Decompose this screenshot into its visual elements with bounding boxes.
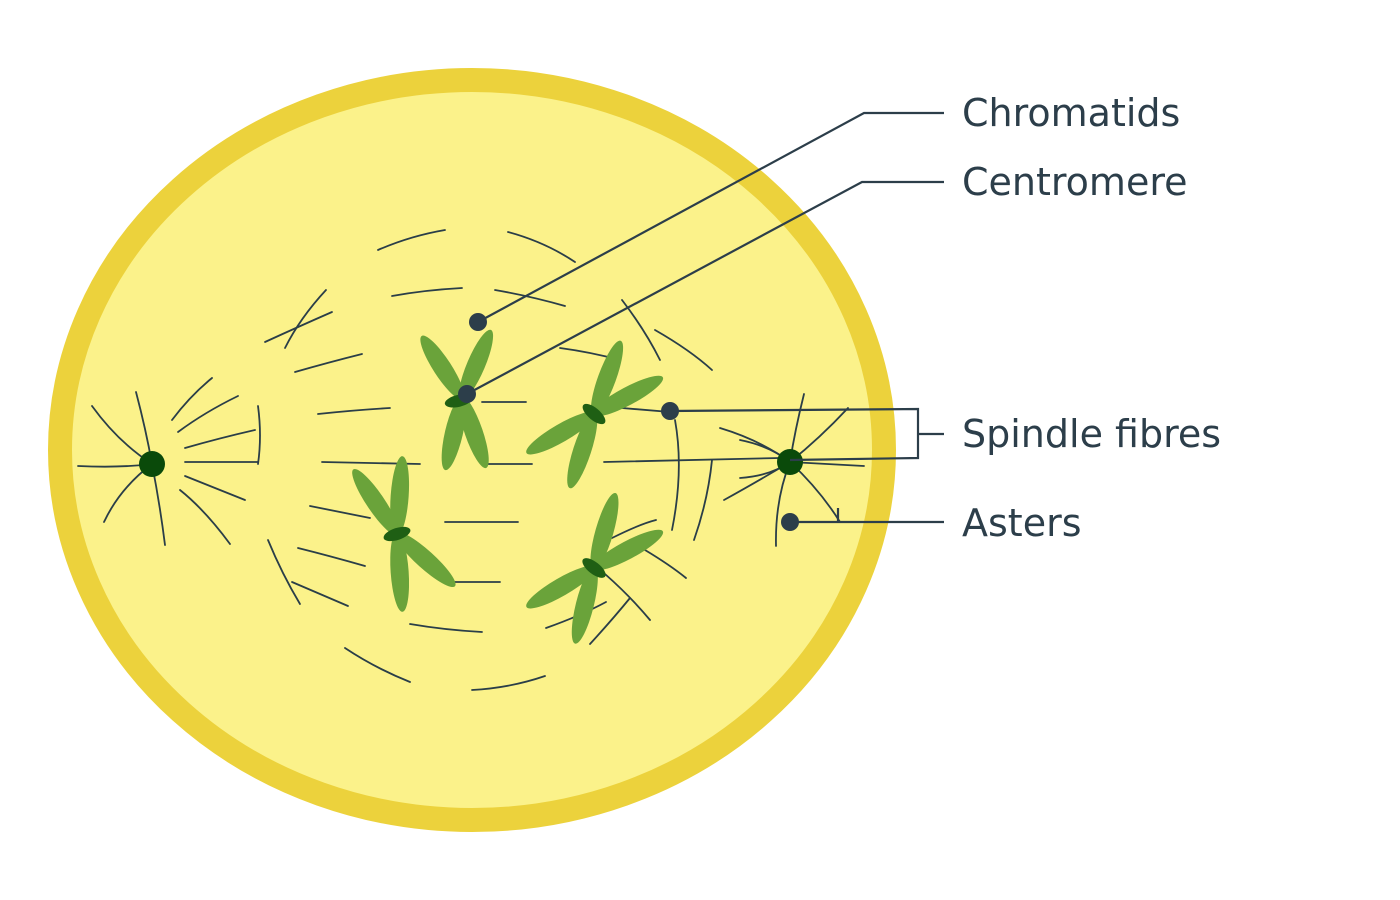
right-centriole	[777, 449, 803, 475]
chromosomes	[352, 329, 664, 644]
centromere	[582, 558, 606, 578]
chromatid	[390, 456, 410, 537]
asters-pointer-dot	[781, 513, 799, 531]
chromatid	[352, 468, 400, 537]
chromatids-pointer-dot	[469, 313, 487, 331]
spindle-fibre	[267, 539, 301, 605]
spindle-fibre	[471, 675, 546, 691]
spindle-fibre	[317, 407, 391, 415]
spindle-fibre	[344, 647, 411, 683]
spindle-fibre	[179, 489, 231, 545]
spindle-fibre	[603, 457, 781, 463]
centromere-leader	[466, 180, 944, 395]
chromatid	[571, 565, 598, 644]
asters-label: Asters	[962, 501, 1082, 545]
pointer-dots	[458, 313, 799, 531]
labels: Chromatids Centromere Spindle fibres Ast…	[962, 91, 1221, 545]
spindle-fibre	[671, 419, 680, 531]
chromatid	[590, 492, 619, 571]
chromosome	[352, 456, 456, 612]
spindle-fibre	[297, 547, 366, 567]
spindle-fibre	[391, 287, 463, 297]
spindle-fibre	[644, 549, 687, 579]
chromatid	[567, 411, 598, 489]
spindle-fibres-pointer-dot	[661, 402, 679, 420]
spindle-fibre	[184, 429, 256, 449]
spindle-fibre	[171, 377, 213, 421]
left-aster	[77, 391, 166, 546]
spindle-fibres-label: Spindle fibres	[962, 412, 1221, 456]
spindle-fibre	[507, 231, 576, 263]
centromere-pointer-dot	[458, 385, 476, 403]
spindle-fibre	[409, 623, 483, 633]
chromatids-label: Chromatids	[962, 91, 1180, 135]
spindle-fibre	[377, 229, 446, 251]
chromatid	[390, 531, 410, 612]
spindle-fibre	[589, 597, 631, 645]
chromosome	[526, 340, 664, 489]
spindle-fibres	[171, 229, 781, 691]
chromatid	[458, 395, 489, 469]
chromatids-leader	[477, 111, 944, 323]
right-aster	[719, 393, 865, 547]
chromatid	[420, 335, 465, 401]
spindle-fibre	[309, 505, 371, 519]
spindle-fibre	[693, 459, 713, 541]
chromosome	[526, 492, 664, 644]
spindle-fibre	[654, 329, 713, 371]
spindle-fibre	[494, 289, 566, 307]
spindle-fibre	[184, 475, 246, 501]
left-centriole	[139, 451, 165, 477]
centromere	[383, 526, 411, 542]
chromatid	[590, 340, 624, 417]
spindle-fibre	[611, 519, 657, 539]
chromatid	[526, 411, 597, 455]
spindle-fibre	[284, 289, 327, 349]
centromere-label: Centromere	[962, 160, 1188, 204]
chromatid	[591, 529, 664, 571]
spindle-fibre	[621, 299, 661, 361]
spindle-fibre	[257, 405, 261, 465]
spindle-fibre	[291, 581, 349, 607]
spindle-fibre	[177, 395, 239, 433]
chromatid	[591, 375, 664, 417]
spindle-fibre	[294, 353, 363, 373]
leader-lines	[466, 111, 944, 524]
spindle-fibre	[264, 311, 333, 343]
chromatid	[526, 565, 597, 609]
centromere	[582, 403, 606, 425]
chromatid	[394, 531, 456, 588]
chromatid	[459, 329, 494, 401]
spindle-fibre	[604, 573, 651, 621]
